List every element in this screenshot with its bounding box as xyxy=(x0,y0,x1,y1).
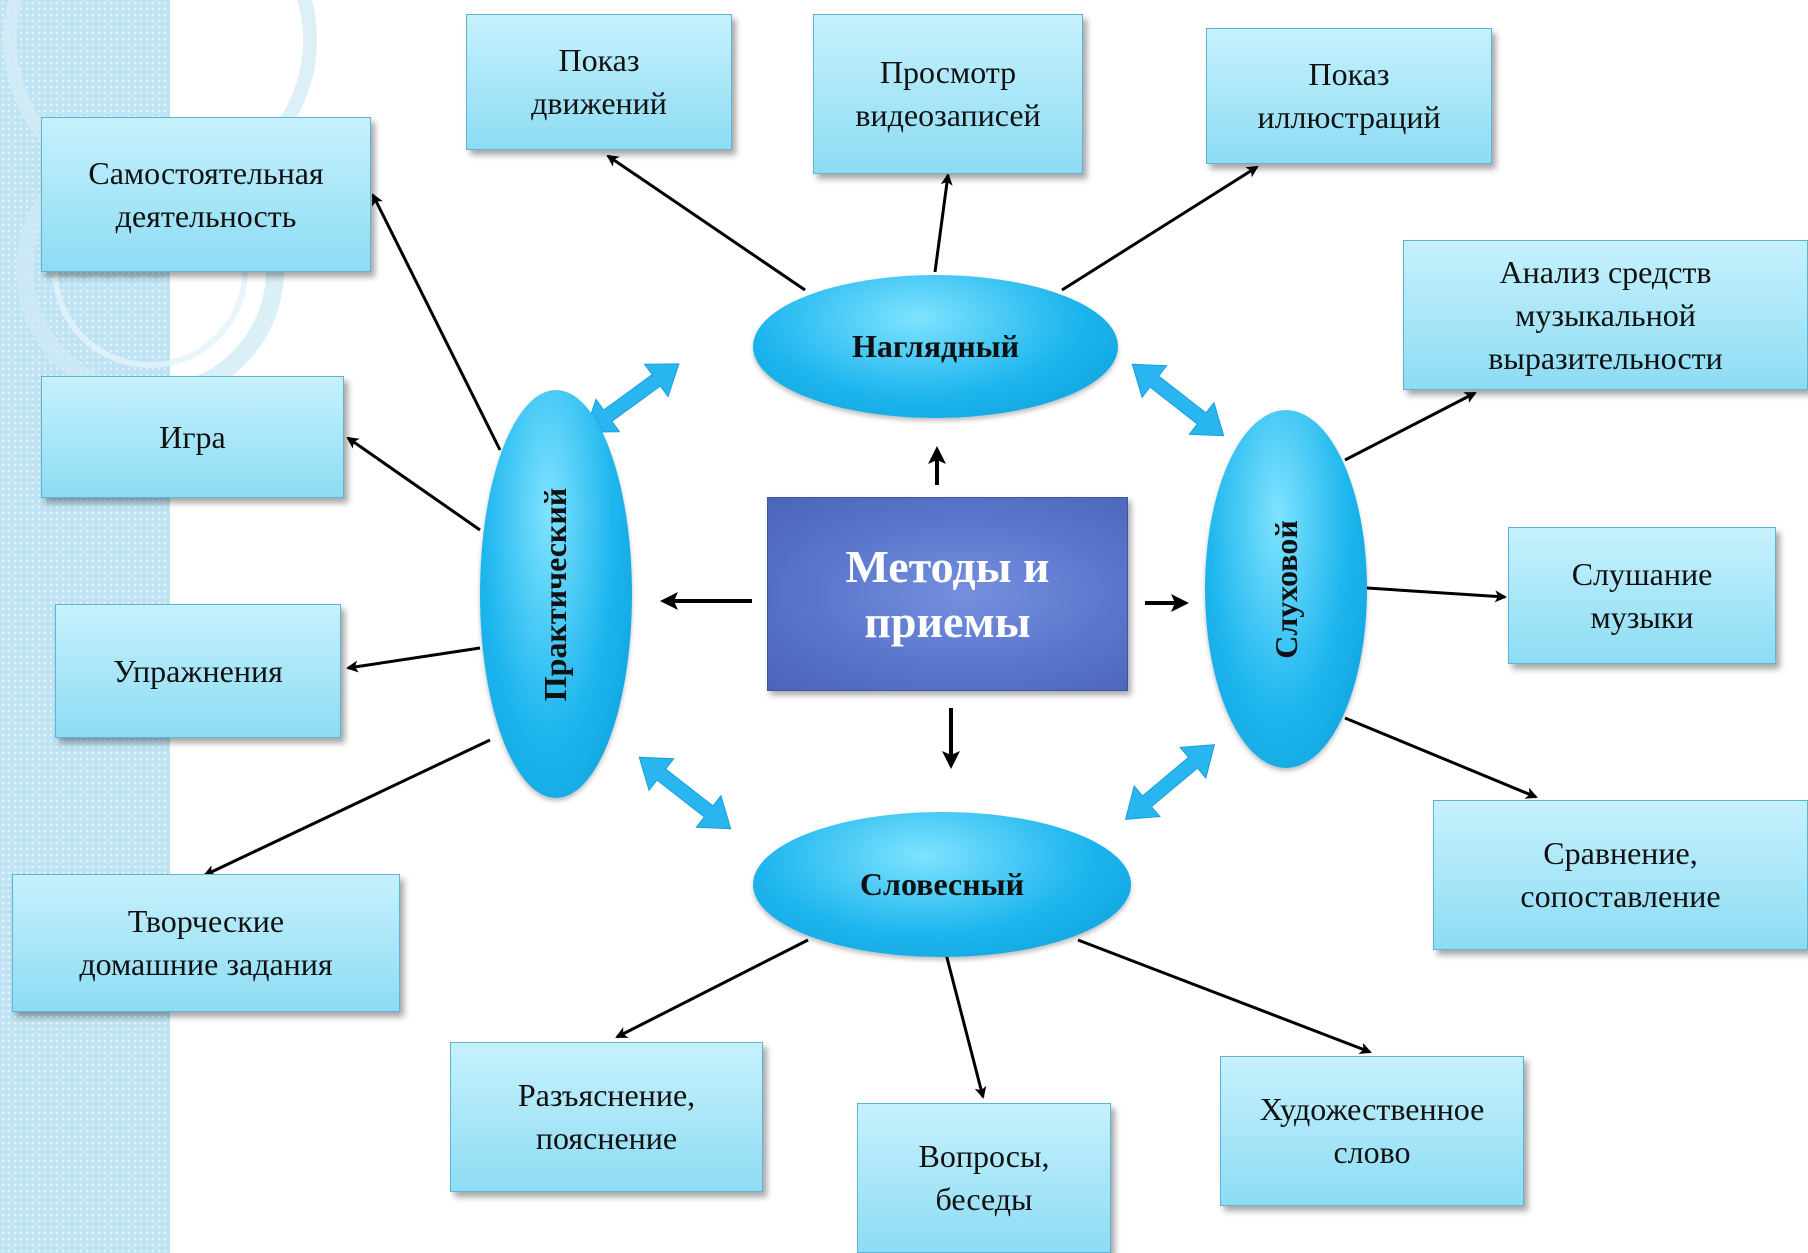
box-analysis-label: Анализ средств музыкальной выразительнос… xyxy=(1488,253,1723,376)
box-comparison: Сравнение, сопоставление xyxy=(1433,800,1808,950)
box-show-movements-label: Показ движений xyxy=(531,42,667,121)
box-comparison-label: Сравнение, сопоставление xyxy=(1520,835,1721,914)
double-arrow-practical-visual xyxy=(584,363,680,433)
box-creative-homework-label: Творческие домашние задания xyxy=(79,903,333,982)
box-questions-talks: Вопросы, беседы xyxy=(857,1103,1111,1253)
box-artistic-word-label: Художественное слово xyxy=(1259,1091,1485,1170)
box-artistic-word: Художественное слово xyxy=(1220,1056,1524,1206)
arrow-to-show-movements xyxy=(606,154,806,292)
box-watch-videos-label: Просмотр видеозаписей xyxy=(855,54,1041,133)
ellipse-auditory-label: Слуховой xyxy=(1267,519,1304,659)
arrow-to-creative-homework xyxy=(203,738,491,877)
arrow-to-analysis xyxy=(1344,391,1477,462)
arrow-to-listening xyxy=(1366,586,1507,603)
box-watch-videos: Просмотр видеозаписей xyxy=(813,14,1083,174)
ellipse-practical-label: Практический xyxy=(537,487,574,701)
arrow-to-exercises xyxy=(346,646,481,673)
arrow-to-show-illustrations xyxy=(1061,165,1259,292)
box-exercises: Упражнения xyxy=(55,604,341,738)
ellipse-auditory: Слуховой xyxy=(1205,410,1367,768)
box-creative-homework: Творческие домашние задания xyxy=(12,874,400,1012)
arrow-to-comparison xyxy=(1344,716,1538,799)
double-arrow-verbal-auditory xyxy=(1124,744,1216,820)
box-listening-label: Слушание музыки xyxy=(1571,555,1713,635)
box-independent-activity: Самостоятельная деятельность xyxy=(41,117,371,272)
double-arrow-visual-auditory xyxy=(1131,363,1225,437)
box-analysis-expressive-means: Анализ средств музыкальной выразительнос… xyxy=(1403,240,1808,390)
arrow-to-explanation xyxy=(615,938,809,1039)
arrow-to-game xyxy=(346,436,481,532)
box-listening-music: Слушание музыки xyxy=(1508,527,1776,664)
box-game-label: Игра xyxy=(159,418,226,455)
arrow-to-questions xyxy=(943,949,987,1099)
ellipse-practical: Практический xyxy=(480,390,632,798)
ellipse-visual: Наглядный xyxy=(753,275,1118,418)
box-show-illustrations: Показ иллюстраций xyxy=(1206,28,1492,164)
box-show-movements: Показ движений xyxy=(466,14,732,150)
arrow-to-artistic-word xyxy=(1077,938,1372,1055)
ellipse-visual-label: Наглядный xyxy=(851,328,1020,364)
box-explanation-label: Разъяснение, пояснение xyxy=(517,1077,696,1156)
box-explanation: Разъяснение, пояснение xyxy=(450,1042,763,1192)
box-game: Игра xyxy=(41,376,344,498)
ellipse-verbal: Словесный xyxy=(753,812,1131,957)
arrow-to-watch-videos xyxy=(933,173,953,273)
center-methods-box: Методы и приемы xyxy=(767,497,1128,691)
center-title: Методы и приемы xyxy=(845,541,1050,647)
box-exercises-label: Упражнения xyxy=(113,652,283,689)
box-independent-activity-label: Самостоятельная деятельность xyxy=(88,154,324,234)
box-show-illustrations-label: Показ иллюстраций xyxy=(1257,56,1441,135)
arrow-to-independent-activity xyxy=(371,193,502,451)
double-arrow-practical-verbal xyxy=(638,756,732,830)
box-questions-label: Вопросы, беседы xyxy=(918,1138,1050,1217)
ellipse-verbal-label: Словесный xyxy=(859,866,1025,902)
